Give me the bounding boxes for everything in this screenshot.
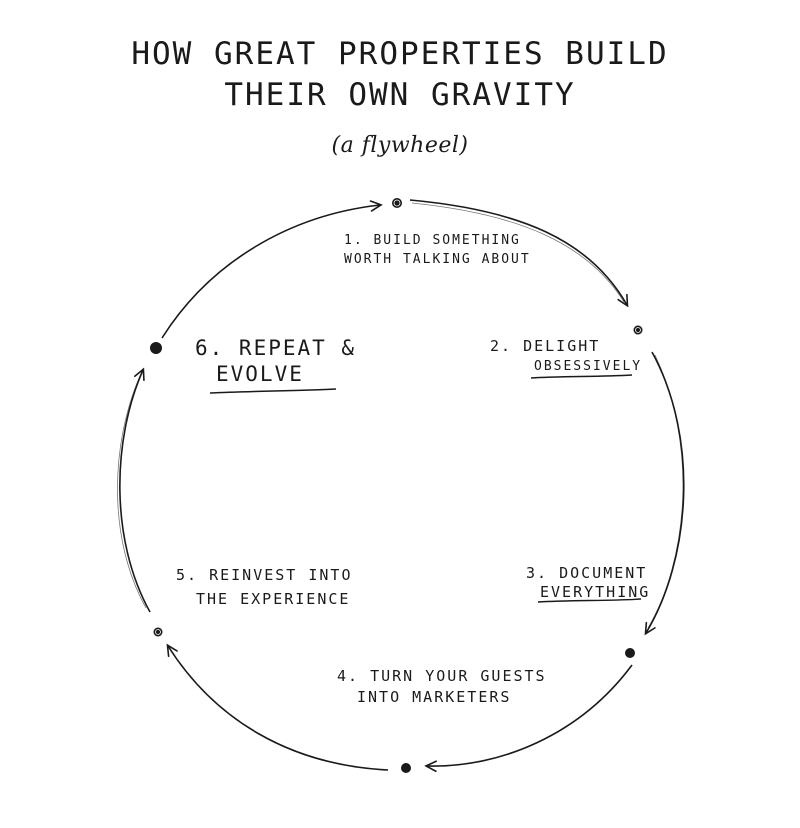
- node-2: [633, 325, 643, 335]
- node-5: [153, 627, 163, 637]
- step-1-line-1: 1. Build Something: [344, 233, 521, 248]
- arc-4-to-5: [166, 643, 389, 771]
- underline-step-3: [537, 598, 642, 603]
- diagram-subtitle: (a flywheel): [331, 133, 469, 158]
- node-6: [150, 342, 162, 354]
- arc-6-to-1: [161, 200, 383, 339]
- node-1: [392, 198, 402, 208]
- arc-3-to-4: [424, 664, 633, 773]
- underline-step-2: [530, 374, 633, 379]
- arc-1-to-2: [409, 199, 629, 308]
- arc-5-to-6: [119, 367, 151, 613]
- step-2-line-2: Obsessively: [534, 359, 643, 374]
- node-3: [625, 648, 635, 658]
- step-3-line-2: Everything: [540, 583, 651, 601]
- arc-2-to-3: [644, 351, 685, 636]
- step-5-line-2: The Experience: [196, 590, 351, 608]
- diagram-title-line-2: Their Own Gravity: [224, 77, 576, 113]
- step-4-line-1: 4. Turn Your Guests: [337, 667, 547, 685]
- step-4-line-2: Into Marketers: [357, 688, 512, 706]
- step-6-line-1: 6. Repeat &: [195, 336, 357, 360]
- step-3-line-1: 3. Document: [526, 564, 648, 582]
- node-4: [401, 763, 411, 773]
- underline-step-6: [209, 388, 337, 394]
- step-6-line-2: Evolve: [216, 362, 304, 386]
- step-1-line-2: Worth Talking About: [344, 252, 531, 267]
- step-5-line-1: 5. Reinvest Into: [176, 566, 353, 584]
- step-2-line-1: 2. Delight: [490, 337, 601, 355]
- diagram-title-line-1: How Great Properties Build: [131, 36, 669, 72]
